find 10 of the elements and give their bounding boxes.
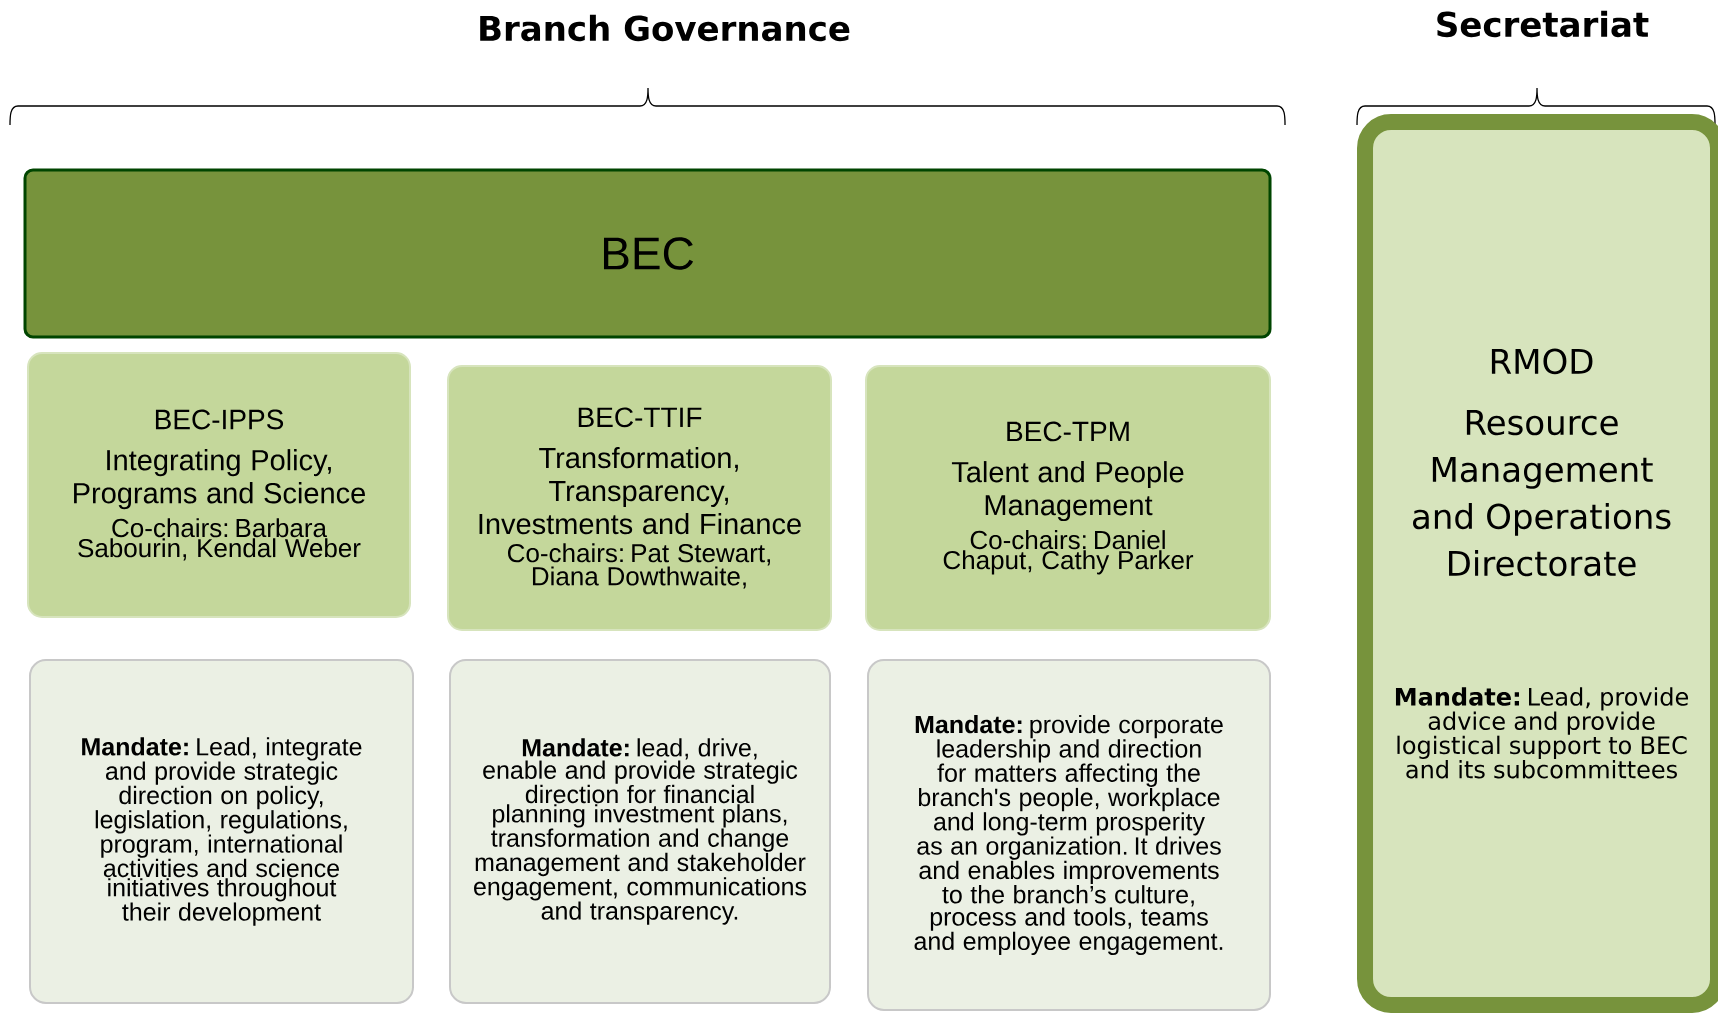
mandate-box: Mandate: Lead, integrate and provide strategic direction on policy, legislation, regulations, program, international activities and science initiatives throughout their development xyxy=(29,659,414,1004)
directorate-panel: RMOD Resource Management and Operations Directorate Mandate: Lead, provide advice and provide logistical support to BEC and its subcommittees xyxy=(1357,114,1718,1013)
heading: Secretariat xyxy=(1437,10,1649,38)
committee-box: BEC-TTIF Transformation, Transparency, Investments and Finance Co-chairs: Pat Stewart, Diana Dowthwaite, xyxy=(447,365,832,631)
mandate-box: Mandate: provide corporate leadership and direction for matters affecting the branch's people, workplace and long-term prosperity as an organization. It drives and enables improvements to the branch’s culture, process and tools, teams and employee engagement. xyxy=(867,659,1271,1011)
header-bar: BEC xyxy=(23,168,1272,339)
title: Branch Governance xyxy=(480,14,850,42)
committee-box: BEC-TPM Talent and People Management Co-chairs: Daniel Chaput, Cathy Parker xyxy=(865,365,1271,631)
mandate-box: Mandate: lead, drive, enable and provide strategic direction for financial planning investment plans, transformation and change management and stakeholder engagement, communications and transparency. xyxy=(449,659,831,1004)
committee-box: BEC-IPPS Integrating Policy, Programs and Science Co-chairs: Barbara Sabourin, Kendal Weber xyxy=(27,352,411,618)
